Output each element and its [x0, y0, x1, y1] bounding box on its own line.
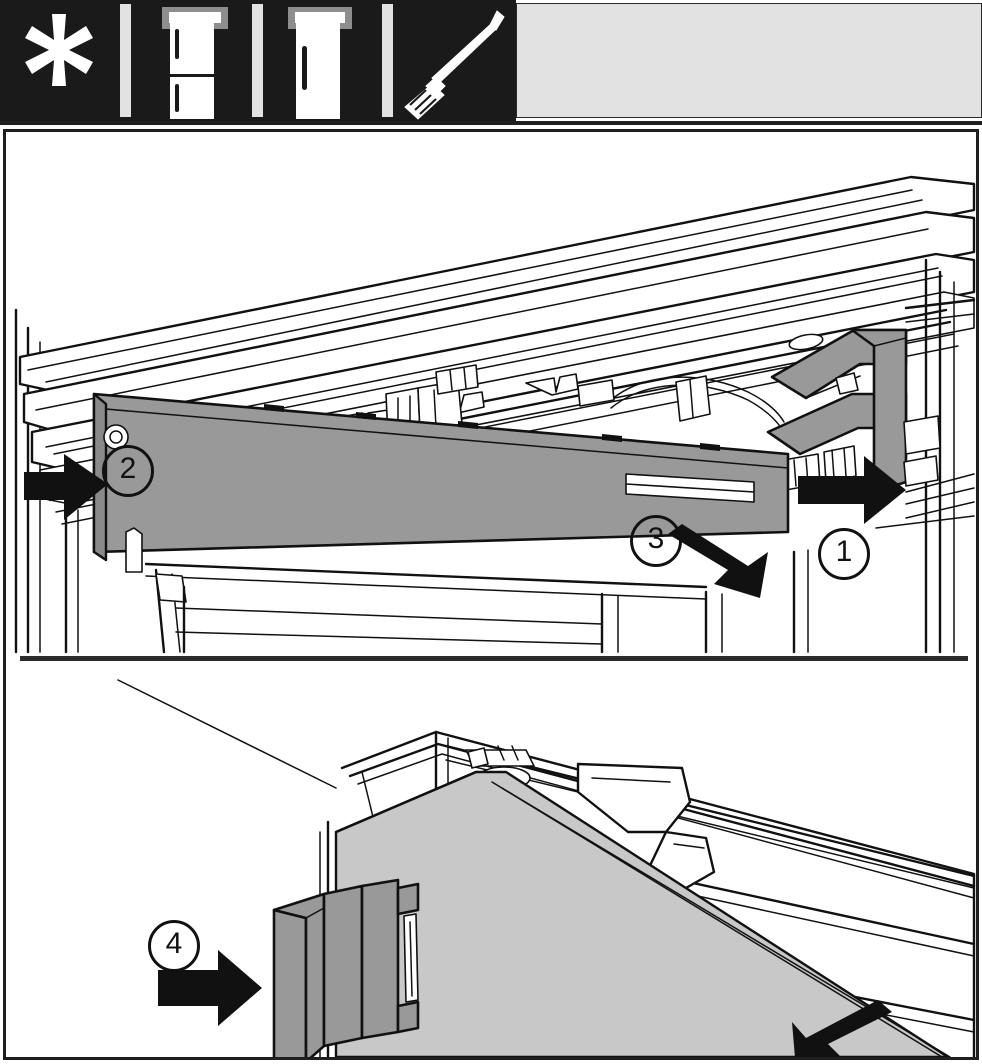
header-cell-refrigerator [266, 0, 384, 121]
arrow-step-1 [798, 456, 906, 524]
asterisk-icon [25, 14, 93, 86]
header-cell-asterisk [0, 0, 118, 121]
illustration-frame: .ln { fill:none; stroke:#111111; stroke-… [3, 129, 979, 1060]
callout-step-3: 3 [630, 515, 682, 567]
decor-strip-part [92, 392, 790, 562]
header-cell-screwdriver [396, 0, 516, 121]
fridge-freezer-icon [162, 7, 228, 119]
header-separator-3 [382, 4, 393, 117]
header-cell-fridge-freezer [136, 0, 254, 121]
lower-panel-artwork [117, 679, 976, 1057]
callout-step-2: 2 [102, 445, 154, 497]
cover-cap-part [272, 878, 420, 1057]
header-notes-panel [516, 3, 982, 118]
upper-panel-artwork [14, 175, 976, 654]
arrow-step-2 [24, 454, 108, 520]
header-separator-2 [252, 4, 263, 117]
arrow-step-4 [158, 950, 262, 1026]
slide-bracket-part [766, 328, 908, 494]
technical-line-art: .ln { fill:none; stroke:#111111; stroke-… [14, 175, 976, 1057]
callout-step-4: 4 [148, 920, 200, 972]
header-separator-1 [120, 4, 131, 117]
panel-divider [20, 656, 968, 661]
arrow-step-5 [792, 1000, 892, 1057]
callout-step-1: 1 [818, 528, 870, 580]
header-bottom-rule [0, 121, 982, 125]
refrigerator-icon [288, 7, 352, 119]
arrow-step-3 [668, 524, 768, 598]
header-icon-band [0, 0, 982, 125]
screwdriver-icon [404, 10, 505, 120]
